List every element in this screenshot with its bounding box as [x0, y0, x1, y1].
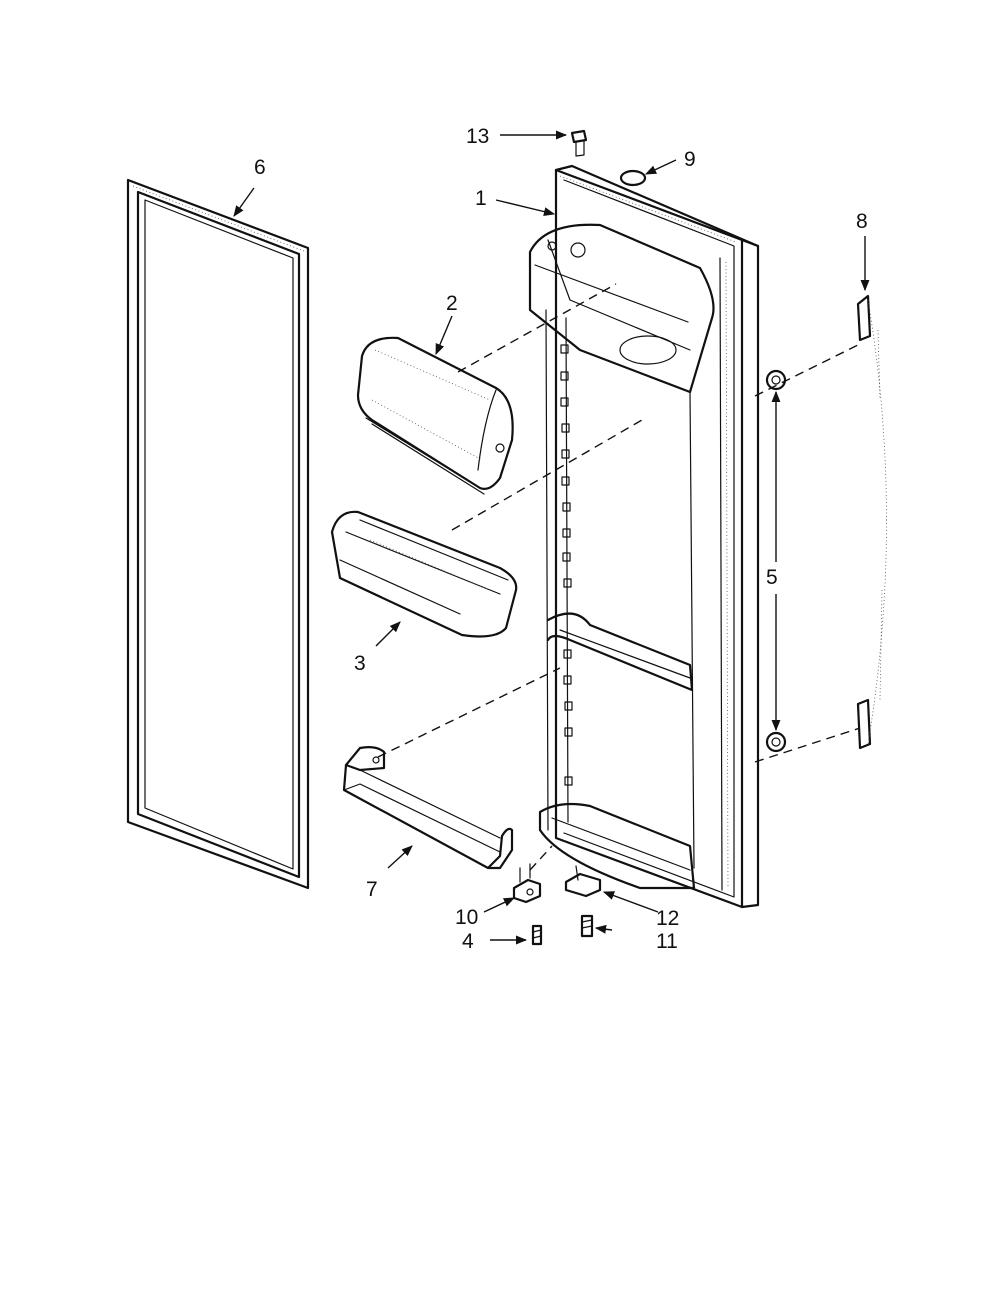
part-13-screw — [570, 129, 588, 157]
callout-8: 8 — [856, 210, 868, 233]
part-8-door-handle — [856, 294, 887, 750]
part-1-door-liner — [528, 164, 760, 909]
callout-11: 11 — [656, 930, 678, 953]
assembly-lines — [377, 283, 861, 871]
callout-2: 2 — [446, 292, 458, 315]
part-2-dairy-door — [356, 336, 514, 495]
callout-12: 12 — [656, 907, 679, 930]
part-7-lower-bin — [342, 746, 514, 870]
callout-10: 10 — [455, 906, 478, 929]
callout-5: 5 — [766, 566, 778, 589]
callout-4: 4 — [462, 930, 474, 953]
callout-3: 3 — [354, 652, 366, 675]
callout-13: 13 — [466, 125, 489, 148]
callout-1: 1 — [475, 187, 487, 210]
part-11-screw — [580, 914, 594, 938]
callout-6: 6 — [254, 156, 266, 179]
leader-arrows — [233, 130, 870, 945]
part-6-door-gasket — [126, 178, 310, 890]
part-3-door-bin — [330, 510, 518, 638]
part-9-plug — [619, 169, 647, 187]
part-5-handle-mounts — [765, 369, 787, 753]
part-4-screw — [531, 924, 543, 946]
part-10-hinge — [512, 863, 542, 904]
callout-9: 9 — [684, 148, 696, 171]
callout-7: 7 — [366, 878, 378, 901]
part-12-hinge-bracket — [564, 865, 602, 898]
